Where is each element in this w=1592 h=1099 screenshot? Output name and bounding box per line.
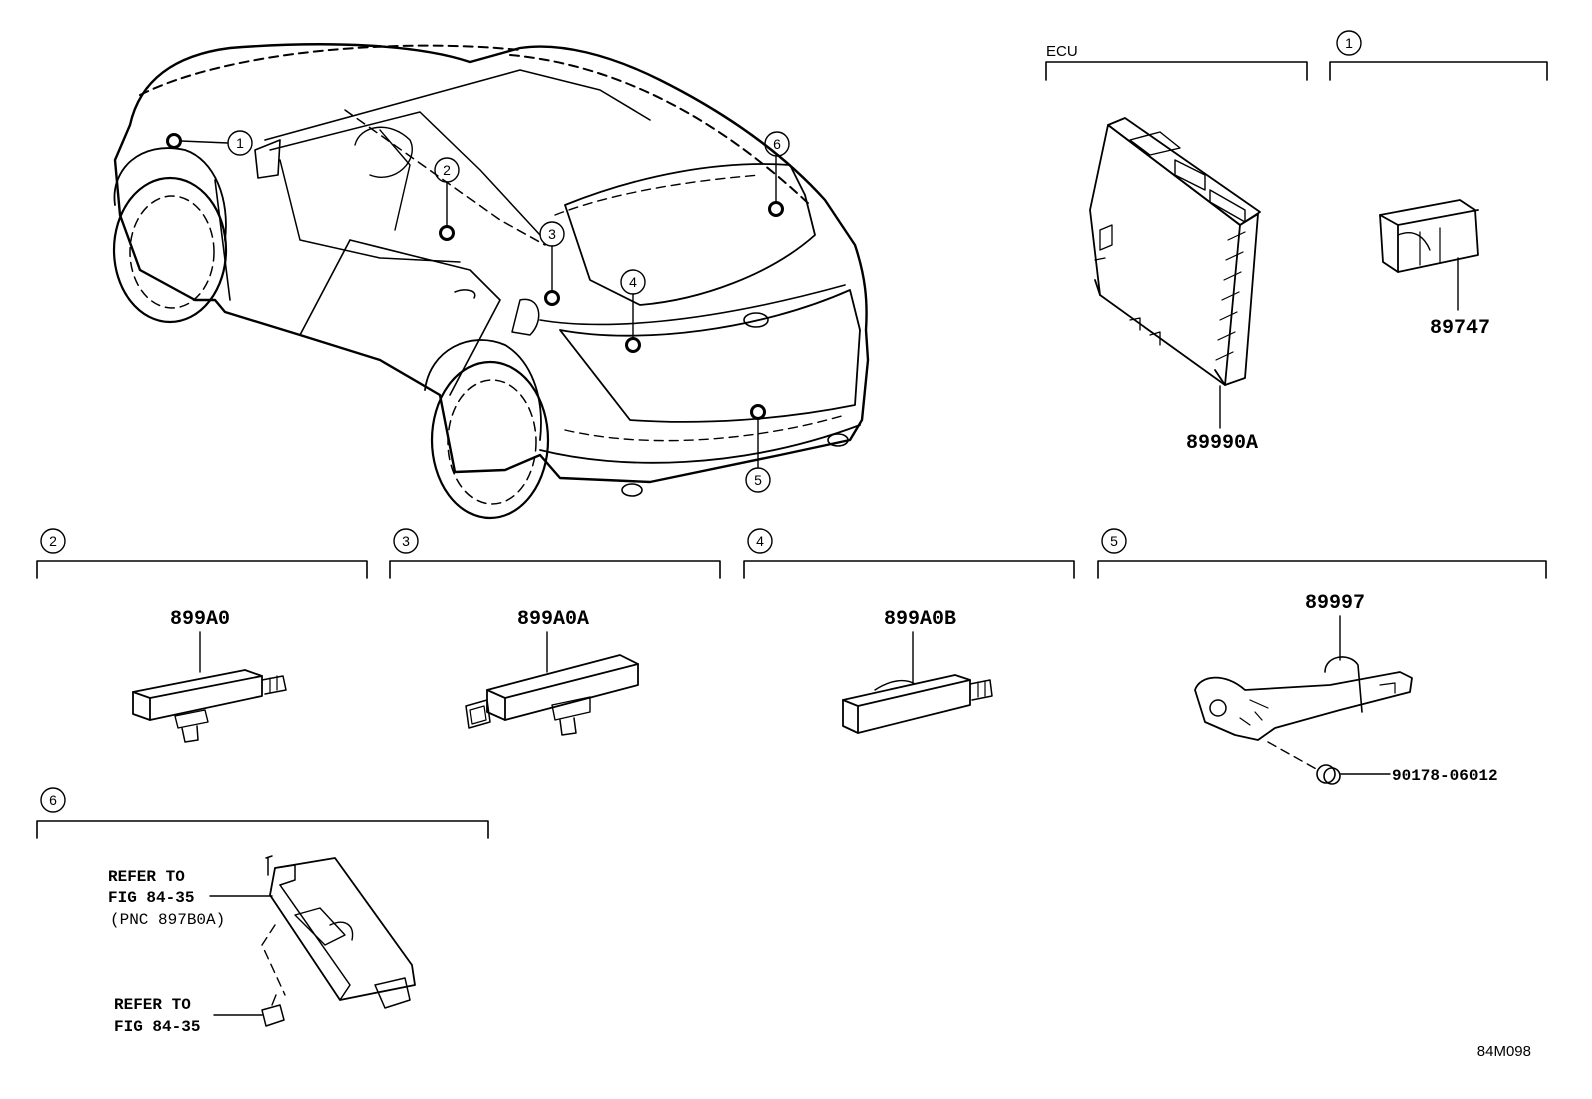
callout-numbers: 1 2 3 4 5 6 [236,135,781,488]
callout-number: 1 [236,135,244,151]
part-number-clip: 90178-06012 [1392,767,1498,785]
section-marker: 1 [1345,35,1353,51]
part-899a0b-drawing [842,631,993,734]
section-marker: 4 [756,533,764,549]
callout-number: 4 [629,274,637,290]
part-number-89990a: 89990A [1186,432,1258,455]
part-899a0-drawing [132,631,287,743]
refer-to-line1: REFER TO [108,868,185,886]
section6-part-drawing [209,855,416,1027]
part-number-89747: 89747 [1430,317,1490,340]
ecu-89990a-drawing [1089,117,1261,429]
labels: ECU 89990A 1 89747 2 899A0 3 899A0A 4 89… [49,35,1531,1060]
section-marker: 3 [402,533,410,549]
part-899a0a-drawing [465,631,639,736]
part-number-899a0b: 899A0B [884,608,956,631]
vehicle-illustration [112,43,870,520]
part-number-899a0a: 899A0A [517,608,589,631]
callout-number: 5 [754,472,762,488]
figure-code: 84M098 [1477,1043,1531,1060]
part-89997-drawing [1194,615,1413,785]
section-marker: 5 [1110,533,1118,549]
callout-number: 3 [548,226,556,242]
refer-to-line2: FIG 84-35 [108,889,194,907]
ecu-header: ECU [1046,43,1078,60]
callout-markers [166,130,790,493]
refer-to-pnc: (PNC 897B0A) [110,911,225,929]
section-marker: 6 [49,792,57,808]
part-number-89997: 89997 [1305,592,1365,615]
refer-to-line2: FIG 84-35 [114,1018,200,1036]
callout-number: 2 [443,162,451,178]
refer-to-line1: REFER TO [114,996,191,1014]
section-brackets [36,30,1548,839]
part-number-899a0: 899A0 [170,608,230,631]
section-marker: 2 [49,533,57,549]
callout-number: 6 [773,136,781,152]
part-89747-drawing [1379,199,1479,311]
